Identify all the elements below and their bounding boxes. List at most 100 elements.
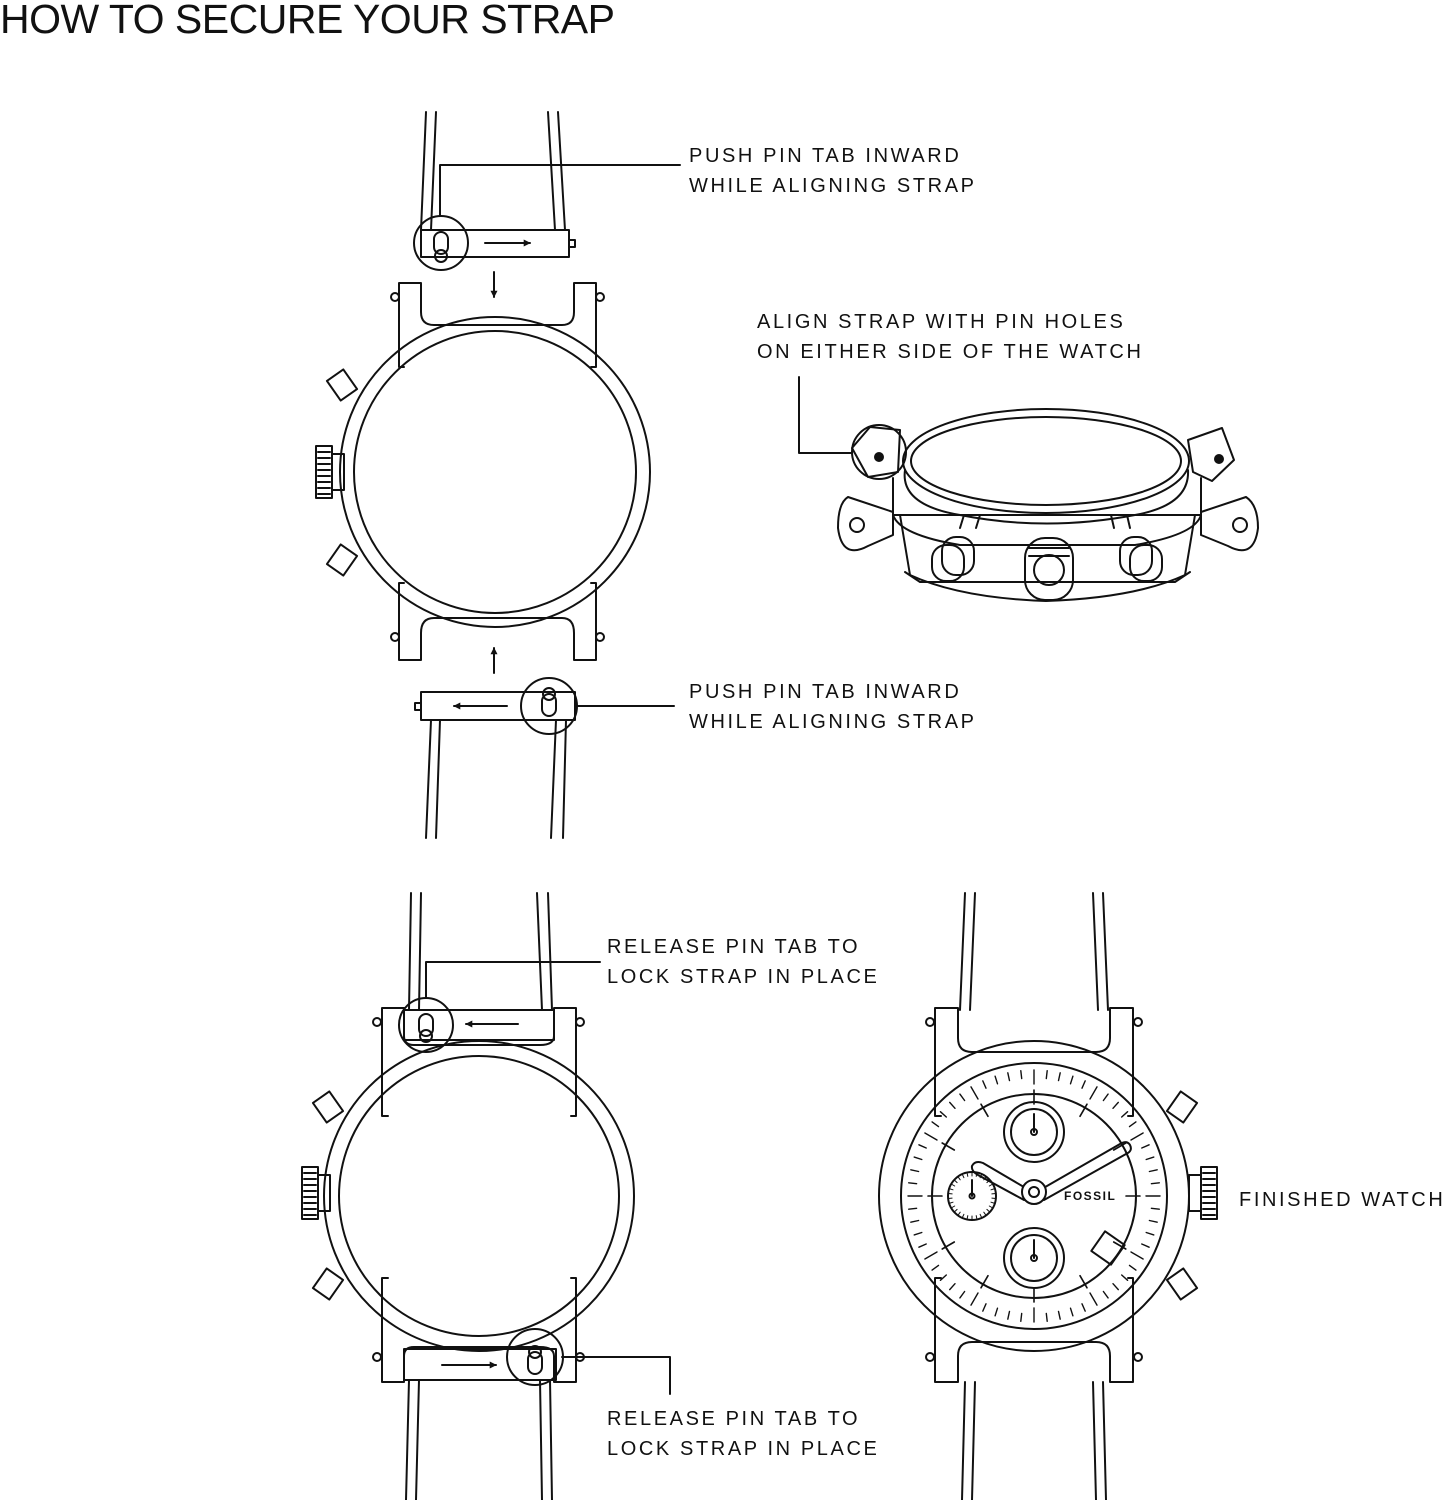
subdial-tick (958, 1177, 960, 1180)
minute-tick (1059, 1311, 1061, 1319)
minute-tick (914, 1157, 922, 1159)
subdial-tick (954, 1180, 957, 1183)
subdial-tick (962, 1214, 964, 1218)
minute-tick (1131, 1252, 1143, 1259)
subdial-tick (989, 1184, 993, 1186)
minute-tick (911, 1221, 919, 1223)
callout-push-pin-top: PUSH PIN TAB INWARD WHILE ALIGNING STRAP (689, 141, 977, 201)
minute-tick (1146, 1233, 1154, 1235)
minute-tick (971, 1087, 978, 1099)
callout-line: WHILE ALIGNING STRAP (689, 711, 977, 733)
callout-line: PUSH PIN TAB INWARD (689, 681, 962, 703)
subdial-tick (984, 1212, 986, 1215)
minute-tick (1090, 1293, 1097, 1305)
subdial-tick (949, 1202, 953, 1203)
minute-tick (1046, 1071, 1047, 1079)
subdial-tick (962, 1174, 964, 1178)
minute-tick (1149, 1221, 1157, 1223)
minute-tick (1149, 1170, 1157, 1172)
minute-tick (1082, 1304, 1085, 1311)
subdial-tick (967, 1216, 968, 1220)
callout-push-pin-bottom: PUSH PIN TAB INWARD WHILE ALIGNING STRAP (689, 677, 977, 737)
minute-tick (1146, 1157, 1154, 1159)
subdial-tick (954, 1209, 957, 1212)
minute-tick (1142, 1145, 1149, 1148)
bottom-strap-piece (415, 678, 674, 838)
minute-tick (1122, 1112, 1128, 1117)
callout-line: RELEASE PIN TAB TO (607, 936, 861, 958)
minute-tick (1131, 1133, 1143, 1140)
minute-tick (932, 1265, 938, 1270)
callout-release-pin-top: RELEASE PIN TAB TO LOCK STRAP IN PLACE (607, 932, 879, 992)
subdial-tick (991, 1202, 995, 1203)
minute-tick (1059, 1073, 1061, 1081)
minute-tick (1122, 1275, 1128, 1280)
minute-tick (1090, 1087, 1097, 1099)
subdial-tick (976, 1216, 977, 1220)
callout-release-pin-bottom: RELEASE PIN TAB TO LOCK STRAP IN PLACE (607, 1404, 879, 1464)
minute-tick (1113, 1284, 1118, 1290)
minute-tick (960, 1094, 965, 1100)
callout-line: PUSH PIN TAB INWARD (689, 145, 962, 167)
subdial-tick (987, 1209, 990, 1212)
hour-marker (981, 1276, 988, 1288)
minute-tick (983, 1081, 986, 1088)
minute-tick (950, 1102, 955, 1108)
minute-tick (919, 1145, 926, 1148)
subdial-tick (989, 1206, 993, 1208)
minute-tick (1008, 1073, 1010, 1081)
minute-tick (995, 1076, 997, 1084)
minute-tick (950, 1284, 955, 1290)
callout-line: RELEASE PIN TAB TO (607, 1408, 861, 1430)
subdial-tick (991, 1189, 995, 1190)
watch-side-view (799, 377, 1258, 601)
subdial-tick (958, 1212, 960, 1215)
dial-brand-text: FOSSIL (1064, 1189, 1116, 1203)
top-strap-piece (414, 112, 680, 270)
minute-tick (919, 1244, 926, 1247)
minute-tick (932, 1122, 938, 1127)
hour-marker (1080, 1104, 1087, 1116)
watch-assembled-release (302, 893, 670, 1500)
subdial-tick (949, 1189, 953, 1190)
subdial-tick (951, 1184, 955, 1186)
minute-tick (1151, 1208, 1159, 1209)
minute-tick (1082, 1081, 1085, 1088)
minute-tick (1046, 1313, 1047, 1321)
minute-tick (995, 1308, 997, 1316)
minute-tick (1008, 1311, 1010, 1319)
hour-marker (1114, 1143, 1126, 1150)
minute-tick (983, 1304, 986, 1311)
callout-align-strap: ALIGN STRAP WITH PIN HOLES ON EITHER SID… (757, 307, 1144, 367)
minute-tick (909, 1183, 917, 1184)
minute-tick (940, 1112, 946, 1117)
subdial-tick (951, 1206, 955, 1208)
minute-tick (971, 1293, 978, 1305)
minute-tick (1103, 1094, 1108, 1100)
hour-marker (1080, 1276, 1087, 1288)
callout-line: WHILE ALIGNING STRAP (689, 175, 977, 197)
page-title: HOW TO SECURE YOUR STRAP (0, 0, 615, 42)
hour-marker (942, 1242, 954, 1249)
finished-watch (879, 893, 1217, 1500)
minute-tick (1071, 1308, 1073, 1316)
minute-tick (911, 1170, 919, 1172)
minute-tick (940, 1275, 946, 1280)
minute-tick (1142, 1244, 1149, 1247)
callout-line: LOCK STRAP IN PLACE (607, 966, 880, 988)
hour-marker (942, 1143, 954, 1150)
minute-tick (1130, 1265, 1136, 1270)
minute-tick (1071, 1076, 1073, 1084)
minute-tick (914, 1233, 922, 1235)
callout-line: ALIGN STRAP WITH PIN HOLES (757, 311, 1126, 333)
minute-tick (1021, 1071, 1022, 1079)
minute-tick (1021, 1313, 1022, 1321)
minute-tick (1151, 1183, 1159, 1184)
callout-line: ON EITHER SIDE OF THE WATCH (757, 341, 1144, 363)
minute-tick (960, 1292, 965, 1298)
callout-line: LOCK STRAP IN PLACE (607, 1438, 880, 1460)
subdial-tick (980, 1214, 982, 1218)
hour-marker (981, 1104, 988, 1116)
callout-finished-watch: FINISHED WATCH (1239, 1185, 1445, 1215)
